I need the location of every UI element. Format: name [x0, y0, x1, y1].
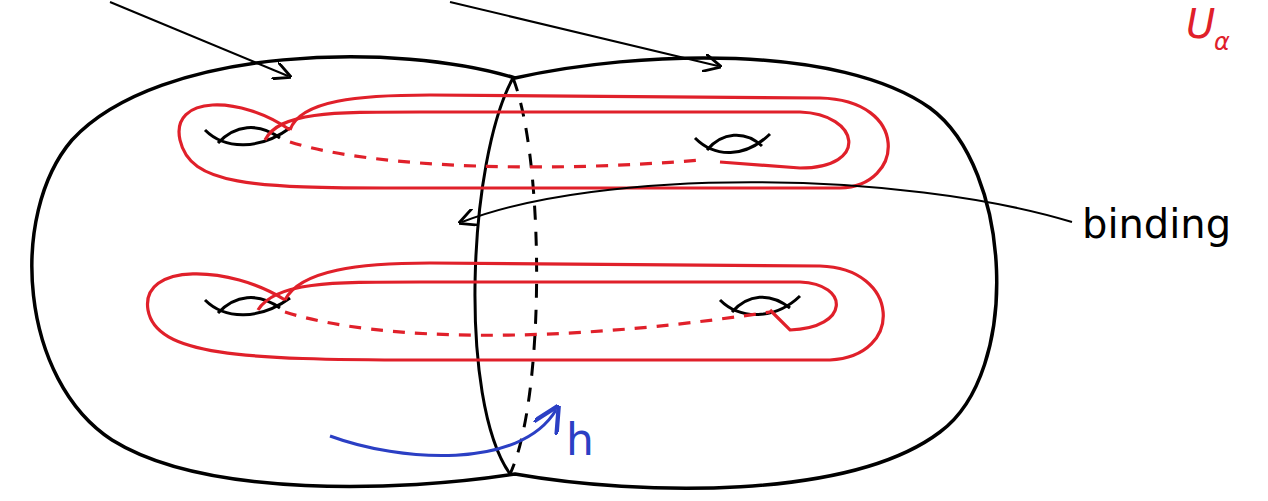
curve-name: U — [1186, 4, 1215, 44]
leader-arrow — [450, 2, 718, 66]
leader-arrow — [110, 2, 288, 76]
binding-curve — [475, 78, 513, 474]
binding-label: binding — [1082, 204, 1231, 244]
binding-leader — [462, 182, 1072, 222]
surface-outline — [32, 57, 997, 489]
binding-curve-back — [510, 78, 537, 474]
monodromy-label: h — [566, 418, 594, 462]
red-curves — [148, 95, 889, 360]
monodromy-arrow — [330, 410, 556, 456]
curve-subscript: α — [1214, 30, 1230, 54]
